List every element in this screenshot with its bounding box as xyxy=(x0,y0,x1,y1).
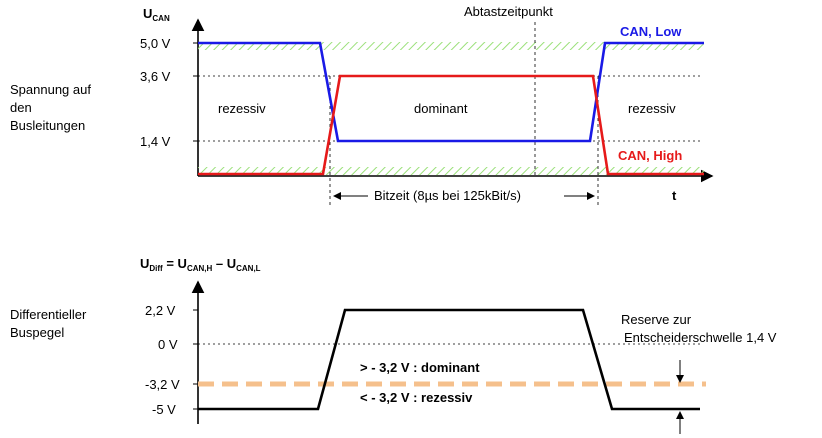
top-tick-1v4: 1,4 V xyxy=(140,134,171,149)
reserve-label-1: Reserve zur xyxy=(621,312,692,327)
bottom-tick-3v2: -3,2 V xyxy=(145,377,180,392)
can-high-signal xyxy=(198,74,704,176)
tolerance-band-low xyxy=(198,167,704,175)
tolerance-band-high xyxy=(198,42,704,50)
top-side-label-1: Spannung auf xyxy=(10,82,91,97)
bottom-side-label-2: Buspegel xyxy=(10,325,64,340)
sample-point-label: Abtastzeitpunkt xyxy=(464,4,553,19)
recessive-rule: < - 3,2 V : rezessiv xyxy=(360,390,473,405)
state-recessive-right: rezessiv xyxy=(628,101,676,116)
can-high-label: CAN, High xyxy=(618,148,682,163)
bottom-side-label-1: Differentieller xyxy=(10,307,87,322)
top-tick-5v: 5,0 V xyxy=(140,36,171,51)
can-low-signal xyxy=(198,41,704,143)
diff-signal xyxy=(198,308,700,411)
top-side-label-3: Busleitungen xyxy=(10,118,85,133)
state-recessive-left: rezessiv xyxy=(218,101,266,116)
bottom-y-ticks: 2,2 V 0 V -3,2 V -5 V xyxy=(145,303,198,417)
bottom-tick-2v2: 2,2 V xyxy=(145,303,176,318)
reserve-label-2: Entscheiderschwelle 1,4 V xyxy=(624,330,777,345)
top-y-ticks: 5,0 V 3,6 V 1,4 V xyxy=(140,36,198,149)
bottom-tick-0v: 0 V xyxy=(158,337,178,352)
bottom-axis-title: UDiff = UCAN,H – UCAN,L xyxy=(140,256,261,273)
bit-boundaries xyxy=(329,22,599,205)
dominant-rule: > - 3,2 V : dominant xyxy=(360,360,480,375)
bit-time-label: Bitzeit (8µs bei 125kBit/s) xyxy=(374,188,521,203)
t-axis-label: t xyxy=(672,188,677,203)
top-axis-title: UCAN xyxy=(143,6,170,23)
top-side-label-2: den xyxy=(10,100,32,115)
bottom-tick-5v: -5 V xyxy=(152,402,176,417)
can-low-label: CAN, Low xyxy=(620,24,682,39)
state-dominant: dominant xyxy=(414,101,468,116)
top-tick-3v6: 3,6 V xyxy=(140,69,171,84)
